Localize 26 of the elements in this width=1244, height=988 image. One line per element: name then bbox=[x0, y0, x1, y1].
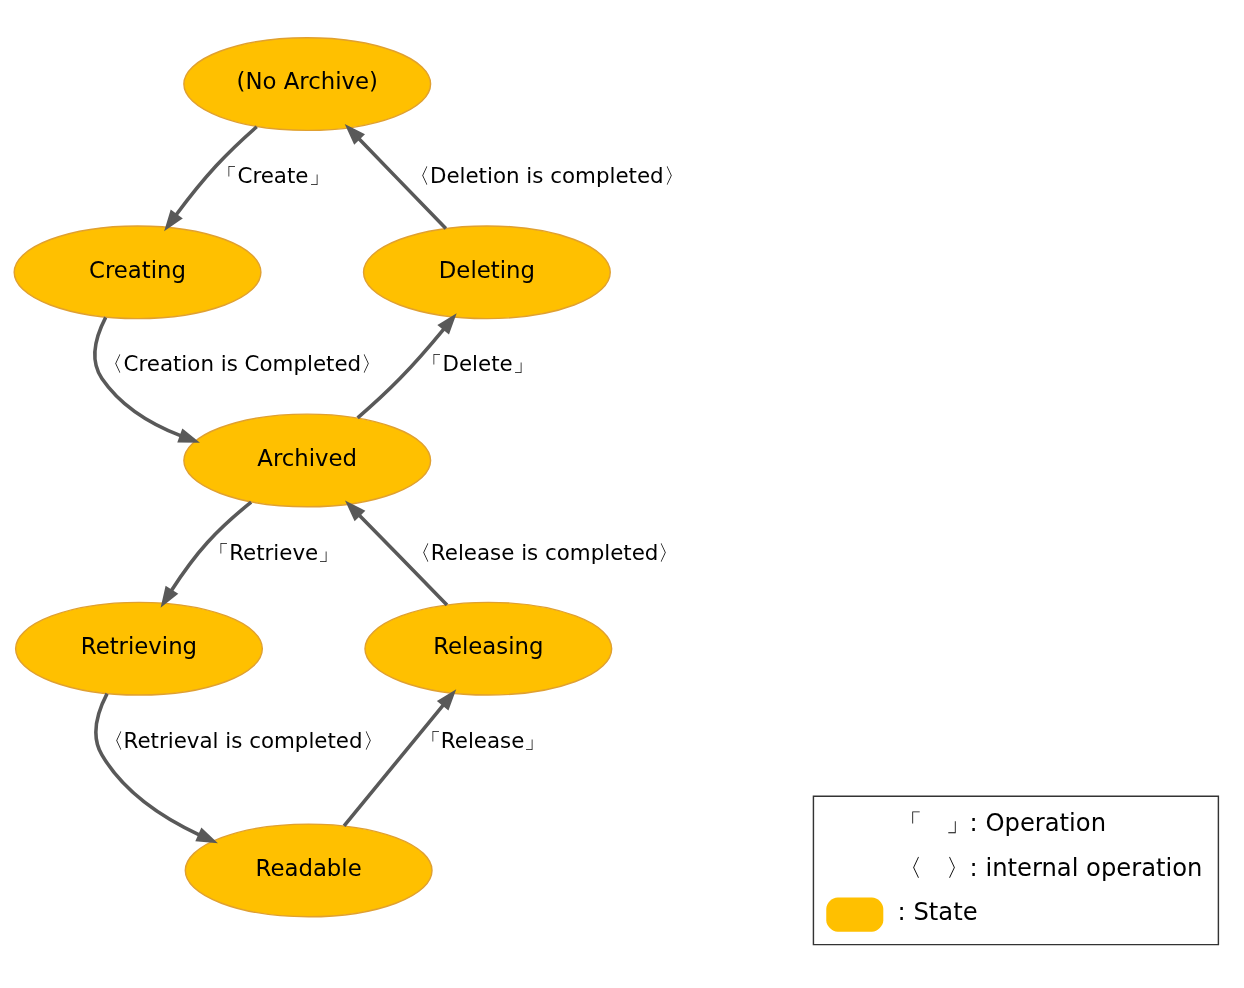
node-ellipse: Deleting bbox=[362, 225, 611, 320]
arrow bbox=[94, 692, 218, 844]
edge-label: 〈Release is completed〉 bbox=[409, 539, 680, 565]
edge-label: 「Create」 bbox=[216, 163, 330, 189]
arrow bbox=[344, 124, 448, 230]
edge-label: 〈Deletion is completed〉 bbox=[408, 163, 685, 189]
node-ellipse: Releasing bbox=[364, 601, 613, 696]
arrow bbox=[342, 689, 457, 827]
edge-label: 「Retrieve」 bbox=[208, 539, 340, 565]
node-ellipse: Archived bbox=[183, 413, 432, 508]
node-ellipse: Readable bbox=[184, 823, 433, 918]
arrow bbox=[345, 500, 449, 607]
legend-label: : State bbox=[897, 897, 978, 927]
legend-label: 「 」: Operation bbox=[897, 808, 1107, 838]
node-ellipse: Retrieving bbox=[14, 601, 264, 696]
legend-label: 〈 〉: internal operation bbox=[897, 852, 1203, 882]
edge-label: 〈Retrieval is completed〉 bbox=[102, 727, 384, 753]
node-ellipse: (No Archive) bbox=[183, 37, 432, 132]
arrow bbox=[160, 500, 253, 608]
node-ellipse: Creating bbox=[13, 225, 262, 320]
arrow bbox=[93, 316, 200, 443]
arrow bbox=[164, 125, 258, 232]
edge-label: 〈Creation is Completed〉 bbox=[102, 351, 383, 377]
arrow bbox=[356, 313, 457, 420]
edge-label: 「Delete」 bbox=[421, 351, 534, 377]
edge-label: 「Release」 bbox=[419, 727, 546, 753]
